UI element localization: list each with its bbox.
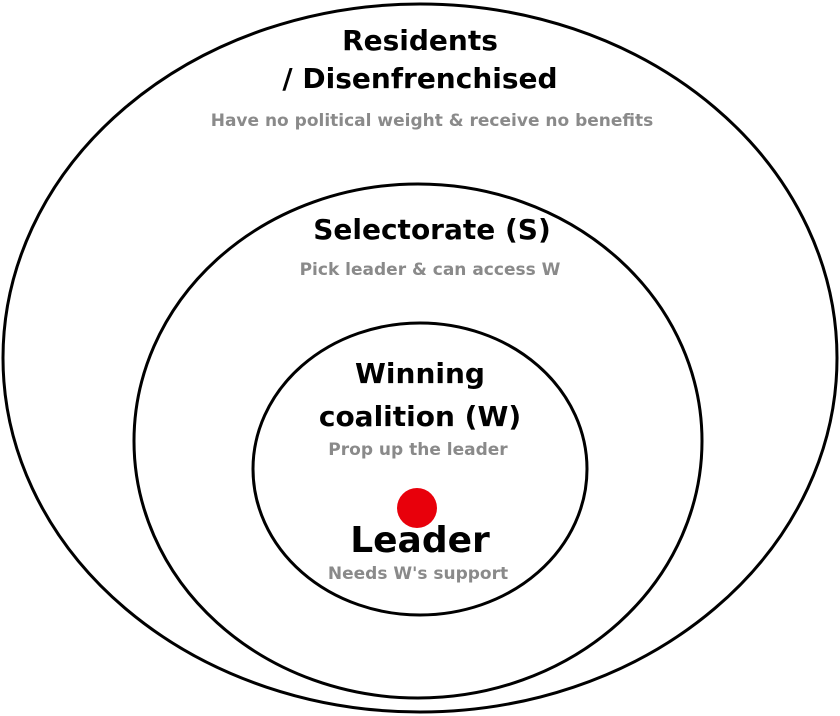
selectorate-title: Selectorate (S) bbox=[313, 213, 551, 246]
residents-title-line1: Residents bbox=[342, 24, 498, 57]
selectorate-description: Pick leader & can access W bbox=[299, 260, 561, 280]
winning-coalition-description: Prop up the leader bbox=[328, 440, 508, 460]
residents-description: Have no political weight & receive no be… bbox=[210, 111, 654, 131]
residents-title-line2: / Disenfrenchised bbox=[282, 62, 558, 95]
winning-coalition-title-line1: Winning bbox=[355, 357, 485, 390]
leader-marker bbox=[397, 488, 437, 528]
winning-coalition-title-line2: coalition (W) bbox=[318, 400, 522, 433]
winning-coalition-title: Winning coalition (W) bbox=[0, 352, 840, 438]
leader-title: Leader bbox=[350, 520, 490, 561]
leader-description: Needs W's support bbox=[327, 564, 509, 584]
winning-coalition-circle bbox=[251, 321, 589, 617]
selectorate-circle bbox=[132, 182, 704, 700]
residents-title: Residents / Disenfrenchised bbox=[0, 22, 840, 98]
